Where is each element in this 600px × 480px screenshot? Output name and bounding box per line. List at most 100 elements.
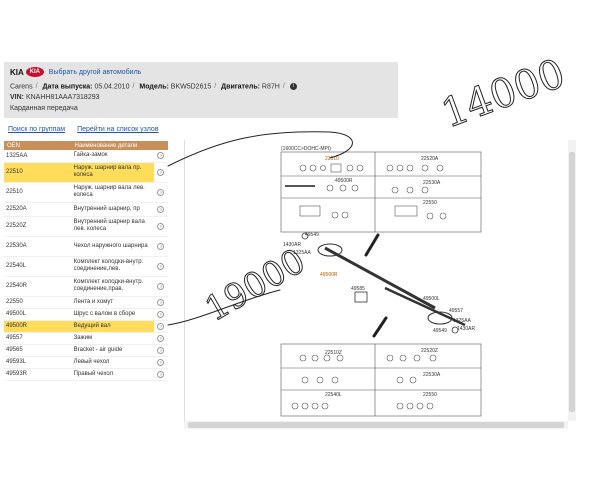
- label-49549-left[interactable]: 49549: [305, 232, 319, 238]
- kia-logo-icon: KIA: [25, 67, 44, 77]
- part-oen[interactable]: 22550: [4, 296, 72, 309]
- part-info-icon[interactable]: ?: [157, 322, 165, 330]
- part-name[interactable]: Внутренний шарнир вала лев. колеса: [71, 216, 154, 237]
- part-info-icon[interactable]: ?: [157, 222, 165, 230]
- part-oen[interactable]: 49500R: [4, 320, 72, 333]
- label-1325aa-left[interactable]: 1325AA: [293, 250, 311, 256]
- horizontal-scroll-thumb[interactable]: [188, 422, 564, 428]
- label-22530a-top[interactable]: 22530A: [423, 180, 441, 186]
- part-oen[interactable]: 49593R: [4, 368, 72, 381]
- part-info-icon[interactable]: ?: [157, 262, 165, 270]
- part-info-icon[interactable]: ?: [157, 370, 165, 378]
- label-22550-bottom[interactable]: 22550: [423, 392, 437, 398]
- part-info-icon[interactable]: ?: [157, 334, 165, 342]
- change-vehicle-link[interactable]: Выбрать другой автомобиль: [48, 68, 142, 76]
- part-info-cell: ?: [153, 308, 168, 321]
- part-oen[interactable]: 49565: [4, 344, 72, 357]
- label-1430ar-right[interactable]: 1430AR: [457, 326, 475, 332]
- diagram-vertical-scrollbar[interactable]: [568, 140, 576, 421]
- part-oen[interactable]: 22520Z: [4, 216, 72, 237]
- label-22510[interactable]: 22510: [325, 156, 339, 162]
- part-info-cell: ?: [153, 236, 168, 257]
- part-info-icon[interactable]: ?: [157, 282, 165, 290]
- diagram-horizontal-scrollbar[interactable]: [184, 421, 568, 429]
- part-name[interactable]: Наруж. шарнир вала пр. колеса: [71, 162, 154, 183]
- part-info-cell: ?: [153, 256, 168, 277]
- part-name[interactable]: Ведущий вал: [71, 320, 154, 333]
- label-22510z[interactable]: 22510Z: [325, 350, 342, 356]
- label-1430ar-left[interactable]: 1430AR: [283, 242, 301, 248]
- engine-value: R87H: [261, 83, 280, 91]
- label-22520z[interactable]: 22520Z: [421, 348, 438, 354]
- lower-kit-group: [280, 343, 482, 417]
- part-info-icon[interactable]: ?: [157, 205, 165, 213]
- go-units-link[interactable]: Перейти на список узлов: [77, 126, 159, 133]
- search-groups-link[interactable]: Поиск по группам: [8, 126, 66, 133]
- part-name[interactable]: Лента и хомут: [71, 296, 154, 309]
- part-oen[interactable]: 22530A: [4, 236, 72, 257]
- part-name[interactable]: Чехол наружного шарнира: [71, 236, 154, 257]
- part-name[interactable]: Внутренний шарнир, пр: [71, 202, 154, 217]
- part-name[interactable]: Зажим: [71, 332, 154, 345]
- part-name[interactable]: Bracket - air guide: [71, 344, 154, 357]
- part-info-cell: ?: [153, 150, 168, 163]
- part-info-icon[interactable]: ?: [157, 346, 165, 354]
- part-oen[interactable]: 49557: [4, 332, 72, 345]
- part-name[interactable]: Шрус с валом в сборе: [71, 308, 154, 321]
- vertical-scroll-thumb[interactable]: [569, 152, 575, 412]
- label-1325aa-right[interactable]: 1325AA: [453, 318, 471, 324]
- info-icon[interactable]: i: [289, 83, 297, 90]
- label-49585[interactable]: 49585: [351, 286, 365, 292]
- part-name[interactable]: Комплект колодки-внутр. соединение,лев.: [71, 256, 154, 277]
- label-49500r[interactable]: 49500R: [320, 272, 338, 278]
- part-info-icon[interactable]: ?: [157, 168, 165, 176]
- part-info-cell: ?: [153, 332, 168, 345]
- part-name[interactable]: Комплект колодки-внутр. соединение,прав.: [71, 276, 154, 297]
- label-22520a[interactable]: 22520A: [421, 156, 439, 162]
- part-oen[interactable]: 1325AA: [4, 150, 72, 163]
- part-name[interactable]: Гайка-замок: [71, 150, 154, 163]
- part-info-cell: ?: [153, 356, 168, 369]
- part-oen[interactable]: 49593L: [4, 356, 72, 369]
- part-oen[interactable]: 22540R: [4, 276, 72, 297]
- label-49500l[interactable]: 49500L: [423, 296, 440, 302]
- part-oen[interactable]: 22510: [4, 162, 72, 183]
- part-info-cell: ?: [153, 216, 168, 237]
- part-info-icon[interactable]: ?: [157, 310, 165, 318]
- label-22550-top[interactable]: 22550: [423, 200, 437, 206]
- label-49557[interactable]: 49557: [449, 308, 463, 314]
- part-info-icon[interactable]: ?: [157, 298, 165, 306]
- part-name[interactable]: Правый чехол: [71, 368, 154, 381]
- part-info-icon[interactable]: ?: [157, 242, 165, 250]
- part-info-icon[interactable]: ?: [157, 152, 165, 160]
- label-22540l[interactable]: 22540L: [325, 392, 342, 398]
- part-name[interactable]: Левый чехол: [71, 356, 154, 369]
- label-22530a-bottom[interactable]: 22530A: [423, 372, 441, 378]
- part-info-icon[interactable]: ?: [157, 358, 165, 366]
- part-oen[interactable]: 22540L: [4, 256, 72, 277]
- part-oen[interactable]: 22520A: [4, 202, 72, 217]
- part-info-cell: ?: [153, 182, 168, 203]
- part-name[interactable]: Наруж. шарнир вала лев. колеса: [71, 182, 154, 203]
- part-oen[interactable]: 22510: [4, 182, 72, 203]
- parts-diagram[interactable]: (1600CC>DOHC-MPI) 22510 22520A 49500R 22…: [184, 140, 580, 421]
- label-49549-right[interactable]: 49549: [433, 328, 447, 334]
- part-info-icon[interactable]: ?: [157, 188, 165, 196]
- label-49500r-top[interactable]: 49500R: [335, 178, 353, 184]
- part-oen[interactable]: 49500L: [4, 308, 72, 321]
